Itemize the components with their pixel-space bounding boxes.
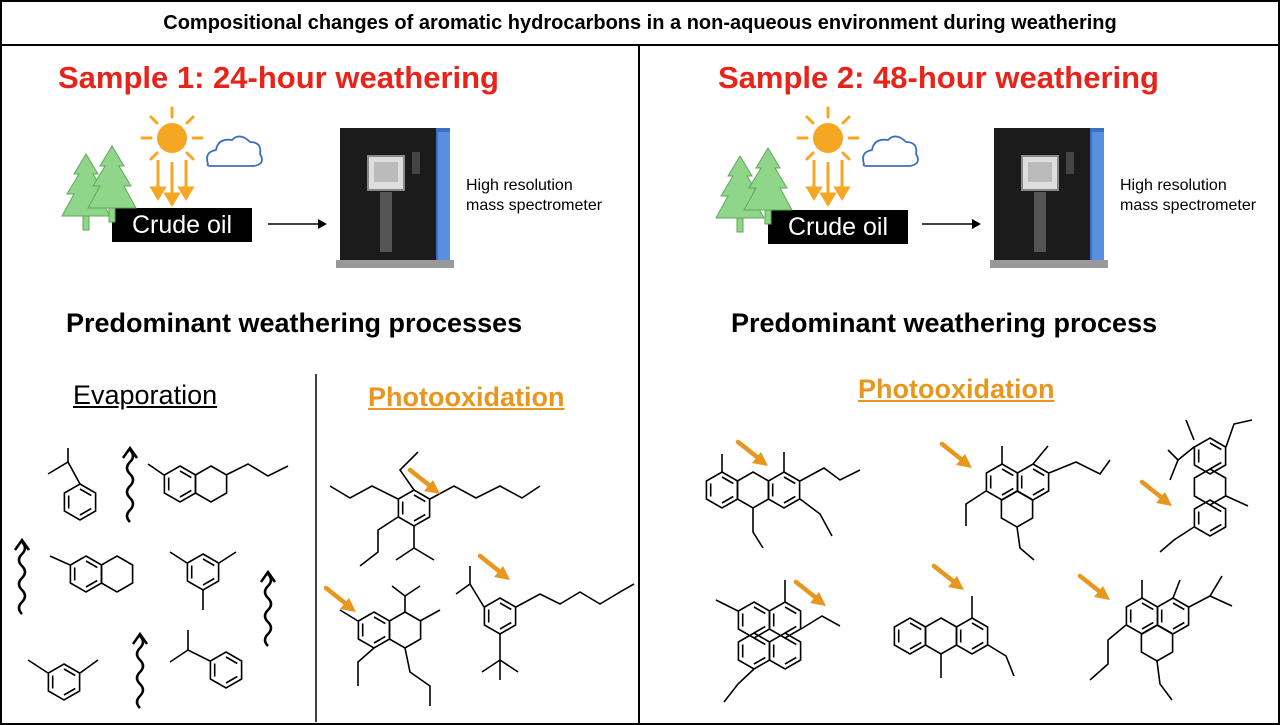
ms-label-2-line2: mass spectrometer [1120, 197, 1257, 214]
wavy-arrow-icon [131, 632, 149, 710]
molecule-icon [169, 551, 237, 610]
diagram-title: Compositional changes of aromatic hydroc… [163, 11, 1117, 34]
wavy-arrow-icon [13, 538, 31, 616]
sun-icon [796, 106, 860, 206]
molecule-icon [27, 659, 99, 701]
panel-right-frame [638, 44, 1280, 725]
ms-label-1-line2: mass spectrometer [466, 197, 603, 214]
molecule-icon [705, 452, 861, 549]
sun-icon [140, 106, 204, 206]
orange-arrow-icon [480, 556, 510, 580]
process-photooxidation-2: Photooxidation [858, 374, 1055, 404]
process-photooxidation-1: Photooxidation [368, 382, 565, 412]
molecule-icon [893, 596, 1015, 678]
ms-label-2: High resolution mass spectrometer [1120, 176, 1256, 216]
cloud-icon [862, 135, 919, 167]
mass-spectrometer-icon [989, 127, 1109, 269]
arrow-right-icon [268, 219, 327, 229]
molecule-icon [329, 451, 541, 567]
orange-arrow-icon [326, 588, 356, 612]
molecule-icon [169, 630, 243, 689]
molecule-icon [455, 566, 635, 680]
ms-label-1-line1: High resolution [466, 177, 573, 194]
molecule-icon [715, 580, 841, 703]
molecule-icon [49, 555, 134, 593]
orange-arrow-icon [1142, 482, 1172, 506]
heading-processes: Predominant weathering processes [66, 308, 523, 338]
wavy-arrow-icon [121, 446, 139, 524]
molecule-icon [147, 463, 289, 503]
wavy-arrow-icon [259, 570, 277, 648]
orange-arrow-icon [1080, 576, 1110, 600]
molecule-icon [1089, 575, 1233, 701]
heading-process: Predominant weathering process [731, 308, 1158, 338]
mass-spectrometer-icon [335, 127, 455, 269]
molecule-icon [1159, 419, 1253, 553]
crude-oil-label-1: Crude oil [112, 208, 252, 242]
molecule-icon [339, 585, 441, 706]
cloud-icon [206, 135, 263, 167]
orange-arrow-icon [942, 444, 972, 468]
sample-2-title: Sample 2: 48-hour weathering [718, 60, 1159, 95]
ms-label-2-line1: High resolution [1120, 177, 1227, 194]
arrow-right-icon [922, 219, 981, 229]
crude-oil-label-2: Crude oil [768, 210, 908, 244]
ms-label-1: High resolution mass spectrometer [466, 176, 602, 216]
orange-arrow-icon [738, 442, 768, 466]
orange-arrow-icon [796, 582, 826, 606]
sample-1-title: Sample 1: 24-hour weathering [58, 60, 499, 95]
process-evaporation: Evaporation [73, 380, 218, 410]
molecule-icon [47, 448, 97, 521]
orange-arrow-icon [934, 566, 964, 590]
molecule-icon [965, 445, 1111, 561]
